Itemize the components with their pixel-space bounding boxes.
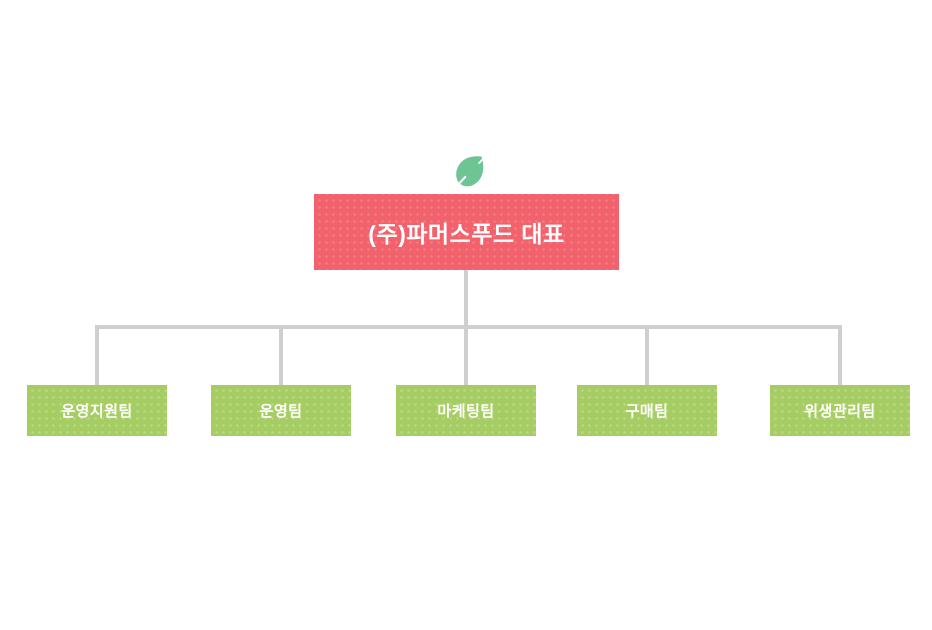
connector-drop-4	[645, 329, 649, 385]
team-box-operations-support[interactable]: 운영지원팀	[27, 385, 167, 436]
org-root-label: (주)파머스푸드 대표	[368, 221, 565, 247]
connector-drop-3	[464, 329, 468, 385]
leaf-icon	[455, 155, 486, 188]
connector-drop-5	[838, 329, 842, 385]
team-label: 마케팅팀	[437, 403, 495, 420]
team-label: 구매팀	[625, 403, 669, 420]
team-box-hygiene-management[interactable]: 위생관리팀	[770, 385, 910, 436]
connector-horizontal-bar	[95, 325, 842, 329]
org-root-box[interactable]: (주)파머스푸드 대표	[314, 194, 619, 270]
connector-root-stem	[464, 270, 468, 329]
connector-drop-1	[95, 329, 99, 385]
team-label: 위생관리팀	[804, 403, 876, 420]
connector-drop-2	[279, 329, 283, 385]
team-label: 운영지원팀	[61, 403, 133, 420]
team-box-purchasing[interactable]: 구매팀	[577, 385, 717, 436]
team-box-marketing[interactable]: 마케팅팀	[396, 385, 536, 436]
team-label: 운영팀	[259, 403, 303, 420]
team-box-operations[interactable]: 운영팀	[211, 385, 351, 436]
